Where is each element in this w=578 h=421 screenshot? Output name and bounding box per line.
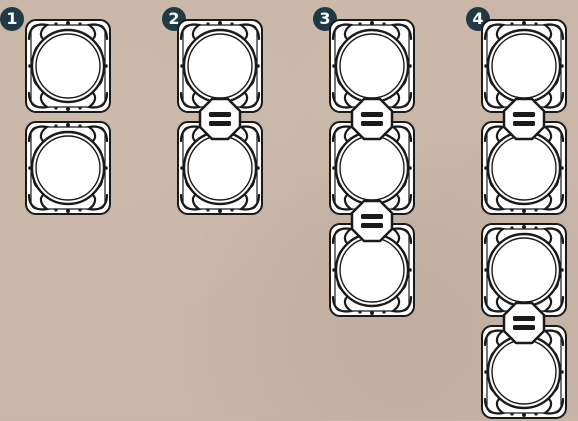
equals-token-icon (502, 301, 546, 345)
equals-token-icon (502, 97, 546, 141)
example-number-badge: 1 (0, 7, 24, 31)
equals-token-icon (350, 97, 394, 141)
equals-token-icon (350, 199, 394, 243)
equals-token-icon (198, 97, 242, 141)
ornate-circle-frame-icon (23, 119, 113, 217)
ornate-circle-frame-icon (23, 17, 113, 115)
